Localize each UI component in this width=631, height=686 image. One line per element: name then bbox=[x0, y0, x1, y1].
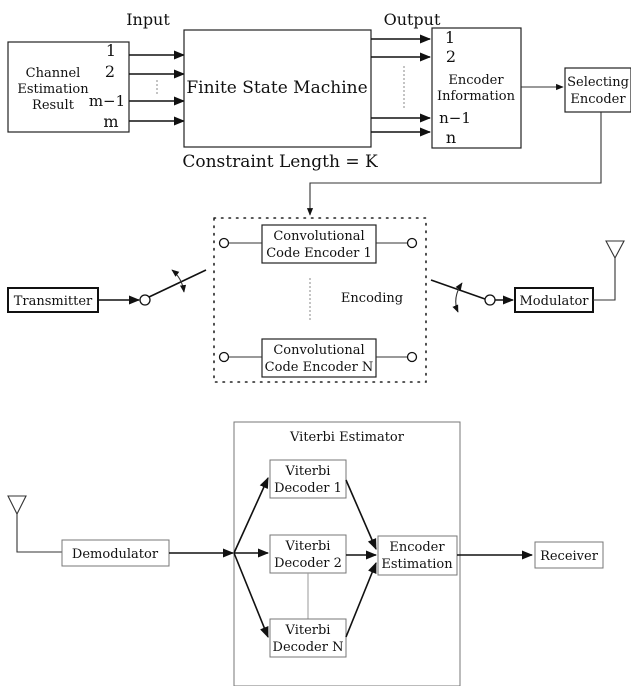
input-switch-pivot bbox=[139, 294, 151, 306]
encoder-information-label-line1: Encoder bbox=[448, 73, 504, 88]
channel-estimation-label-line2: Estimation bbox=[17, 82, 89, 97]
encoding-dotted-border bbox=[213, 217, 427, 383]
modulator-to-antenna-wire bbox=[593, 258, 616, 301]
transmitter-label: Transmitter bbox=[14, 294, 93, 309]
output-label-n: n bbox=[446, 128, 456, 147]
convolutional-encoder-n-label-line1: Convolutional bbox=[273, 343, 364, 358]
split-to-decoder-n-arrow bbox=[233, 552, 269, 639]
viterbi-decoder-1-box bbox=[269, 459, 347, 499]
output-switch-arc-icon bbox=[452, 282, 463, 313]
input-switch-arc-icon bbox=[171, 269, 187, 293]
output-switch-pivot bbox=[484, 294, 496, 306]
input-label-1: 1 bbox=[106, 41, 116, 60]
input-label-m-minus-1: m−1 bbox=[89, 92, 125, 110]
antenna-to-demodulator-wire bbox=[16, 514, 62, 553]
convolutional-encoder-1-label-line2: Code Encoder 1 bbox=[266, 246, 372, 261]
convolutional-encoder-1-label-line1: Convolutional bbox=[273, 229, 364, 244]
viterbi-decoder-1-label-line2: Decoder 1 bbox=[274, 481, 342, 496]
convolutional-encoder-n-label-line2: Code Encoder N bbox=[265, 360, 374, 375]
encoder-estimation-label-line1: Encoder bbox=[389, 540, 445, 555]
input-label-m: m bbox=[103, 112, 118, 131]
selecting-encoder-label-line2: Encoder bbox=[570, 92, 626, 107]
decoder-n-to-estimation-arrow bbox=[345, 561, 377, 638]
constraint-length-label: Constraint Length = K bbox=[182, 152, 378, 172]
channel-estimation-label-line3: Result bbox=[32, 98, 75, 113]
viterbi-decoder-1-label-line1: Viterbi bbox=[285, 464, 331, 479]
encoder-n-right-terminal bbox=[406, 351, 418, 363]
viterbi-decoder-2-box bbox=[269, 534, 347, 574]
decoder-1-to-estimation-arrow bbox=[345, 479, 377, 551]
encoder-1-left-terminal bbox=[218, 237, 230, 249]
receive-antenna-icon bbox=[7, 495, 27, 516]
transmit-antenna-icon bbox=[605, 240, 625, 260]
convolutional-encoder-n-box bbox=[261, 338, 377, 378]
selecting-encoder-label-line1: Selecting bbox=[567, 75, 629, 90]
encoder-information-label-line2: Information bbox=[437, 89, 516, 104]
modulator-label: Modulator bbox=[519, 294, 589, 309]
viterbi-decoder-n-label-line2: Decoder N bbox=[273, 640, 344, 655]
viterbi-decoder-n-box bbox=[269, 618, 347, 658]
encoder-estimation-box bbox=[377, 535, 458, 576]
demodulator-box bbox=[61, 539, 170, 567]
encoder-information-box bbox=[431, 27, 522, 149]
viterbi-decoder-2-label-line1: Viterbi bbox=[285, 539, 331, 554]
encoder-estimation-label-line2: Estimation bbox=[381, 557, 453, 572]
convolutional-encoder-1-box bbox=[261, 224, 377, 264]
encoding-label: Encoding bbox=[341, 291, 403, 306]
finite-state-machine-label: Finite State Machine bbox=[186, 78, 367, 98]
receiver-label: Receiver bbox=[540, 549, 599, 564]
channel-estimation-label-line1: Channel bbox=[26, 66, 81, 81]
output-label-n-minus-1: n−1 bbox=[439, 109, 471, 127]
encoder-n-left-terminal bbox=[218, 351, 230, 363]
finite-state-machine-box bbox=[183, 29, 372, 148]
encoder-1-right-terminal bbox=[406, 237, 418, 249]
input-heading: Input bbox=[126, 10, 170, 29]
receiver-box bbox=[534, 541, 604, 569]
viterbi-decoder-n-label-line1: Viterbi bbox=[285, 623, 331, 638]
output-label-1: 1 bbox=[445, 28, 455, 47]
output-label-2: 2 bbox=[446, 47, 456, 66]
viterbi-decoder-2-label-line2: Decoder 2 bbox=[274, 556, 342, 571]
viterbi-estimator-title: Viterbi Estimator bbox=[289, 430, 405, 445]
demodulator-label: Demodulator bbox=[72, 547, 159, 562]
channel-estimation-box bbox=[7, 41, 130, 133]
input-label-2: 2 bbox=[105, 62, 115, 81]
split-to-decoder-1-arrow bbox=[233, 476, 269, 554]
output-heading: Output bbox=[384, 10, 441, 29]
selector-to-encoding-connector bbox=[306, 112, 602, 216]
input-switch-blade bbox=[148, 269, 207, 298]
modulator-box bbox=[514, 287, 594, 313]
selecting-encoder-box bbox=[564, 67, 631, 113]
